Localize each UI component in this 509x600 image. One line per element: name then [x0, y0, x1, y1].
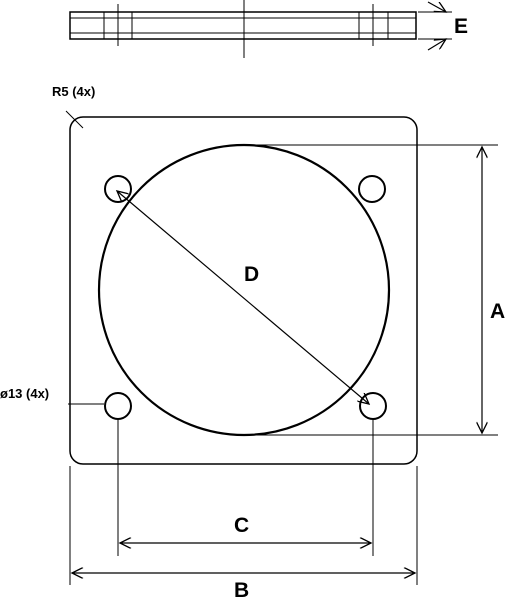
dim-a-label: A [490, 300, 505, 323]
dim-b [69, 466, 418, 585]
dim-e-label: E [454, 15, 468, 38]
dim-c-label: C [234, 514, 249, 537]
plate-outline [69, 116, 418, 465]
front-view [69, 116, 418, 465]
side-view-outline [69, 11, 417, 40]
center-bore-circle [97, 143, 391, 437]
dim-b-label: B [234, 579, 249, 600]
dim-c [117, 420, 374, 556]
dim-e-arrow-top [427, 1, 446, 12]
side-view [69, 0, 452, 58]
corner-radius-leader [65, 110, 84, 129]
corner-radius-note: R5 (4x) [52, 84, 95, 99]
dim-d-line [117, 191, 369, 404]
dim-e-arrow-bottom [427, 39, 446, 51]
dim-d-label: D [244, 263, 259, 286]
mounting-hole-top-left [104, 175, 132, 203]
dim-a [250, 144, 498, 436]
mounting-hole-bottom-left [104, 392, 132, 420]
mounting-hole-bottom-right [359, 392, 387, 420]
hole-diameter-note: ø13 (4x) [0, 386, 49, 401]
mounting-hole-top-right [358, 175, 386, 203]
